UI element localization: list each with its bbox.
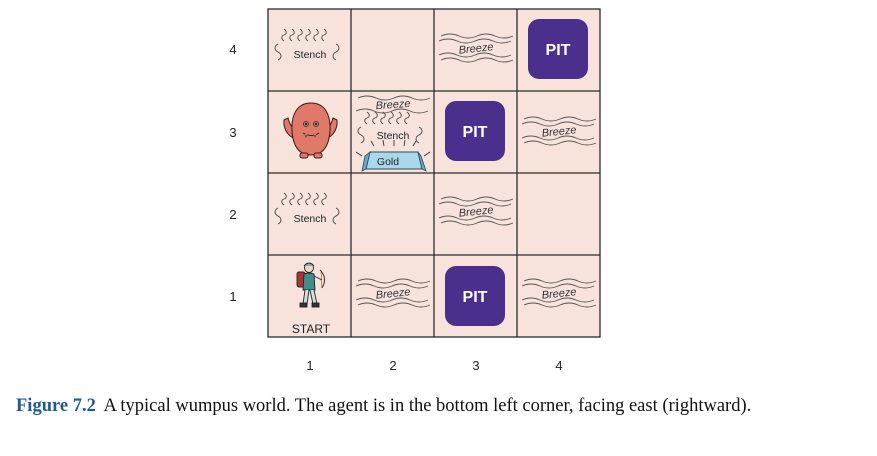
pit-label: PIT	[463, 124, 488, 141]
cell-r1c1-agent: START	[292, 262, 331, 336]
col-label-3: 3	[472, 358, 479, 373]
cell-r3c4-breeze: Breeze	[521, 116, 597, 146]
cell-r4c1-stench: Stench	[274, 28, 340, 61]
breeze-label: Breeze	[541, 286, 577, 302]
col-label-1: 1	[306, 358, 313, 373]
gold-icon: Gold	[355, 139, 431, 172]
wumpus-icon	[283, 102, 338, 159]
stench-label: Stench	[294, 49, 327, 61]
row-label-3: 3	[229, 125, 236, 140]
stench-label: Stench	[377, 130, 410, 142]
row-label-2: 2	[229, 207, 236, 222]
breeze-label: Breeze	[541, 124, 577, 140]
cell-r3c3-pit: PIT	[445, 101, 505, 161]
pit-icon	[445, 101, 505, 161]
gold-label: Gold	[377, 156, 399, 168]
breeze-label: Breeze	[458, 204, 494, 220]
figure-caption: Figure 7.2 A typical wumpus world. The a…	[16, 394, 856, 418]
wumpus-world-figure: 4 3 2 1 1 2 3 4 Stench Breeze PIT	[229, 8, 601, 373]
col-label-2: 2	[389, 358, 396, 373]
breeze-label: Breeze	[458, 41, 494, 57]
pit-icon	[445, 266, 505, 326]
grid-lines	[267, 8, 601, 338]
breeze-label: Breeze	[375, 286, 411, 302]
pit-label: PIT	[463, 289, 488, 306]
cell-r4c3-breeze: Breeze	[438, 33, 514, 63]
agent-icon	[296, 262, 326, 308]
figure-label: Figure 7.2	[16, 396, 96, 416]
cell-r2c1-stench: Stench	[274, 192, 340, 225]
start-label: START	[292, 322, 331, 336]
row-label-4: 4	[229, 42, 236, 57]
cell-r3c1-wumpus	[283, 102, 338, 159]
cell-r2c3-breeze: Breeze	[438, 196, 514, 226]
col-label-4: 4	[555, 358, 562, 373]
pit-icon	[528, 19, 588, 79]
cell-r1c2-breeze: Breeze	[355, 278, 431, 308]
pit-label: PIT	[546, 42, 571, 59]
cell-r3c2-breeze-stench-gold: Breeze Stench Gold	[355, 95, 431, 172]
stench-label: Stench	[294, 213, 327, 225]
cell-r4c4-pit: PIT	[528, 19, 588, 79]
breeze-label: Breeze	[375, 98, 411, 112]
cell-r1c4-breeze: Breeze	[521, 278, 597, 308]
row-label-1: 1	[229, 289, 236, 304]
figure-caption-text: A typical wumpus world. The agent is in …	[103, 396, 752, 416]
cell-r1c3-pit: PIT	[445, 266, 505, 326]
